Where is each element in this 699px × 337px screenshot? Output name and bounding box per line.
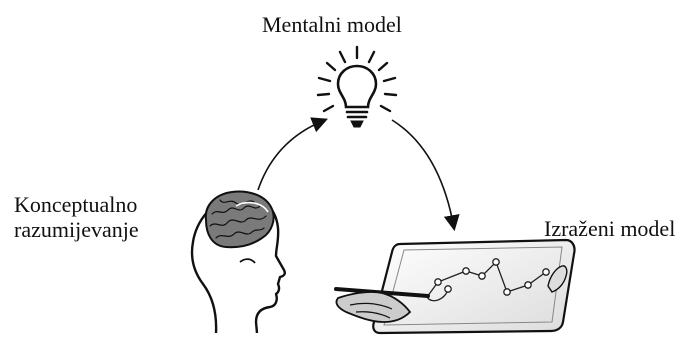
hand-drawing-on-tablet-icon <box>334 238 576 335</box>
conceptual-label-line2: razumijevanje <box>14 217 139 243</box>
mental-model-label: Mentalni model <box>262 12 402 37</box>
head-with-brain-icon <box>190 190 286 334</box>
arrow-to-mental-model <box>257 117 328 191</box>
conceptual-understanding-label: Konceptualno razumijevanje <box>14 192 139 243</box>
arrow-to-expressed-model <box>391 119 460 232</box>
lightbulb-icon <box>316 45 398 128</box>
conceptual-label-line1: Konceptualno <box>14 192 138 217</box>
expressed-model-label: Izraženi model <box>544 216 676 241</box>
